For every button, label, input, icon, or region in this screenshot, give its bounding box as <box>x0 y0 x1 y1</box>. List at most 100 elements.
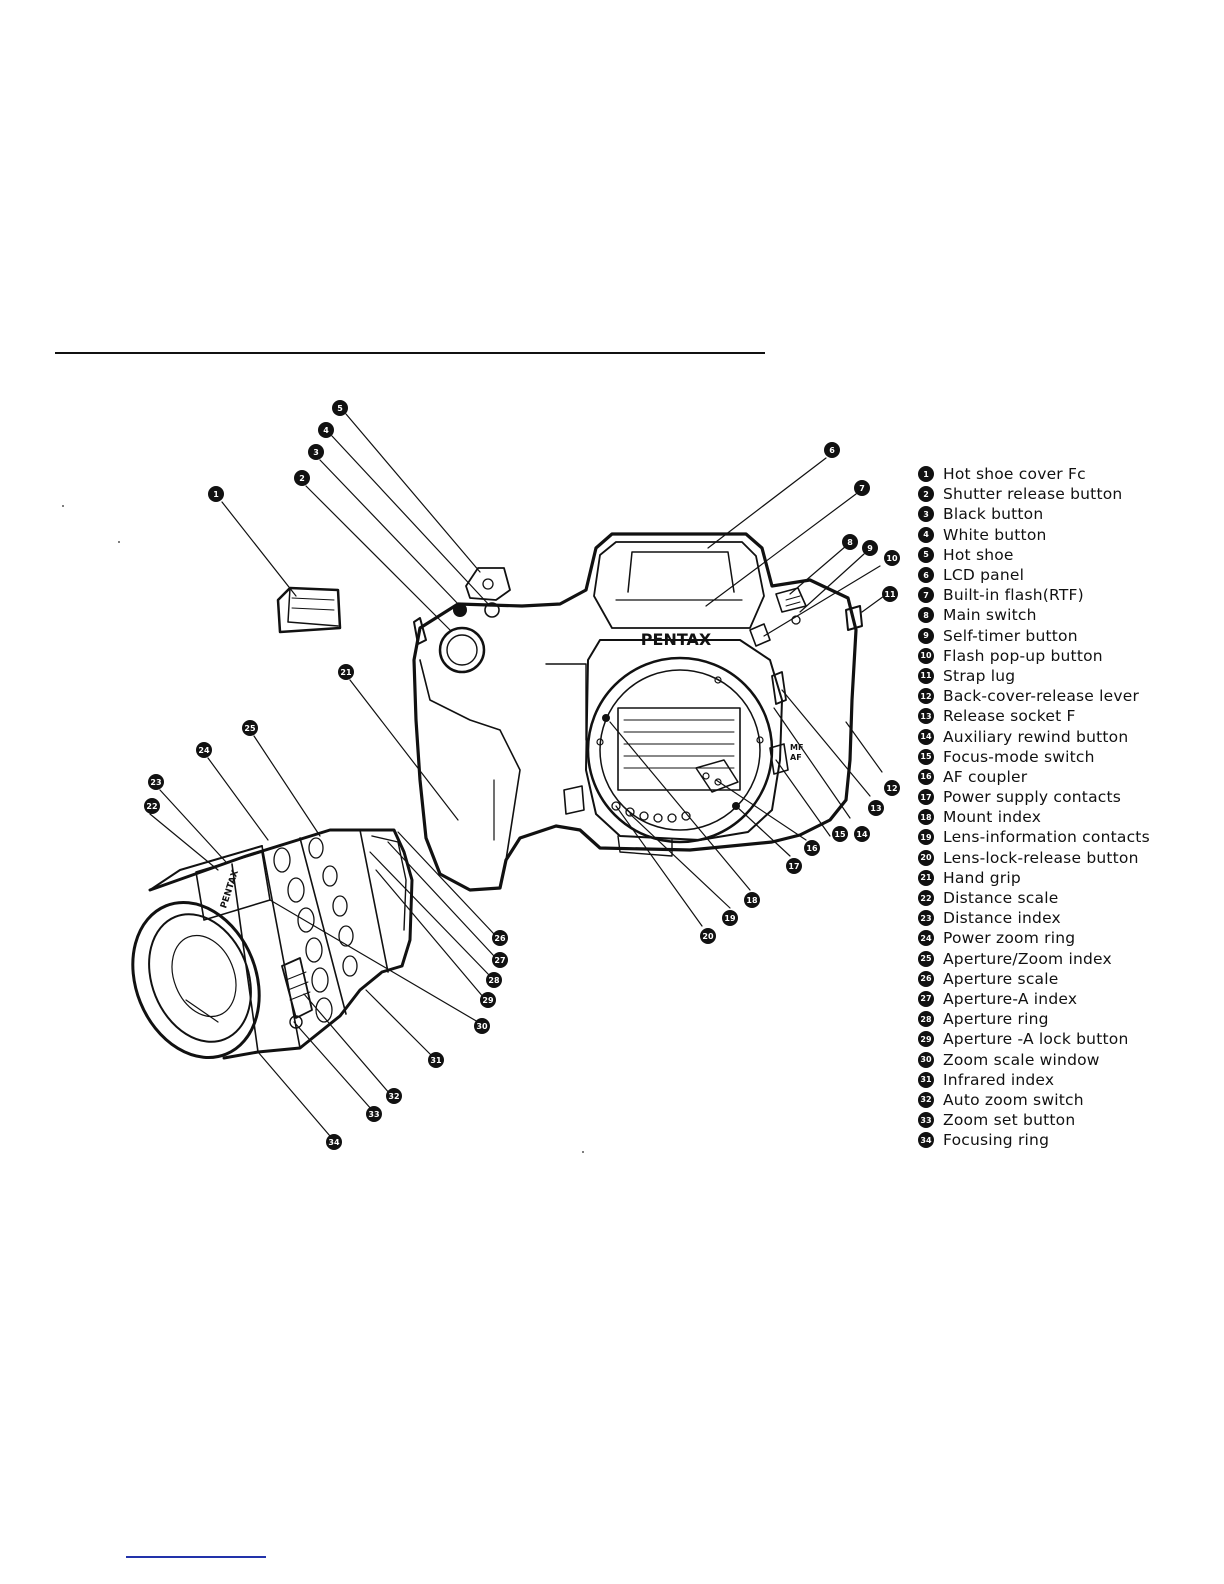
legend-label: LCD panel <box>943 566 1025 585</box>
svg-text:21: 21 <box>340 668 352 677</box>
callout-19: 19 <box>722 910 738 926</box>
callout-26: 26 <box>492 930 508 946</box>
legend-item: 10 Flash pop-up button <box>918 646 1218 666</box>
legend-item: 22 Distance scale <box>918 888 1218 908</box>
legend-label: Distance scale <box>943 889 1059 908</box>
callout-11: 11 <box>882 586 898 602</box>
callout-21: 21 <box>338 664 354 680</box>
legend-number-badge: 34 <box>918 1132 934 1149</box>
callout-6: 6 <box>824 442 840 458</box>
svg-text:22: 22 <box>146 802 157 811</box>
legend-label: Infrared index <box>943 1070 1055 1089</box>
legend-item: 32 Auto zoom switch <box>918 1090 1218 1110</box>
legend-label: Release socket F <box>943 707 1076 726</box>
svg-text:3: 3 <box>313 448 319 457</box>
svg-text:25: 25 <box>244 724 256 733</box>
svg-text:11: 11 <box>884 590 896 599</box>
legend-label: Lens-lock-release button <box>943 848 1139 867</box>
callout-8: 8 <box>842 534 858 550</box>
callout-24: 24 <box>196 742 212 758</box>
legend-number-badge: 33 <box>918 1112 934 1129</box>
svg-text:6: 6 <box>829 446 835 455</box>
legend-label: Self-timer button <box>943 626 1078 645</box>
callout-5: 5 <box>332 400 348 416</box>
callout-badges: 1234567891011121314151617181920212223242… <box>144 400 900 1150</box>
legend-label: Focusing ring <box>943 1131 1050 1150</box>
svg-text:9: 9 <box>867 544 873 553</box>
legend-number-badge: 24 <box>918 930 934 947</box>
legend-item: 23 Distance index <box>918 908 1218 928</box>
legend-label: Auto zoom switch <box>943 1090 1084 1109</box>
legend-number-badge: 9 <box>918 627 934 644</box>
svg-text:31: 31 <box>430 1056 442 1065</box>
callout-7: 7 <box>854 480 870 496</box>
legend-item: 5 Hot shoe <box>918 545 1218 565</box>
speck-2 <box>118 541 120 543</box>
callout-1: 1 <box>208 486 224 502</box>
legend-number-badge: 18 <box>918 809 934 826</box>
camera-body-drawing <box>412 532 863 892</box>
callout-10: 10 <box>884 550 900 566</box>
callout-16: 16 <box>804 840 820 856</box>
legend-number-badge: 22 <box>918 890 934 907</box>
legend-label: AF coupler <box>943 767 1028 786</box>
legend-number-badge: 32 <box>918 1091 934 1108</box>
svg-text:28: 28 <box>488 976 500 985</box>
legend-label: Hot shoe <box>943 545 1014 564</box>
callout-4: 4 <box>318 422 334 438</box>
callout-13: 13 <box>868 800 884 816</box>
legend-number-badge: 20 <box>918 849 934 866</box>
legend-number-badge: 1 <box>918 466 934 483</box>
callout-3: 3 <box>308 444 324 460</box>
legend-label: Distance index <box>943 909 1061 928</box>
bottom-rule <box>126 1556 266 1558</box>
svg-text:20: 20 <box>702 932 714 941</box>
callout-33: 33 <box>366 1106 382 1122</box>
callout-25: 25 <box>242 720 258 736</box>
legend-label: Strap lug <box>943 666 1016 685</box>
legend-label: White button <box>943 525 1047 544</box>
callout-34: 34 <box>326 1134 342 1150</box>
legend-number-badge: 3 <box>918 506 934 523</box>
svg-text:32: 32 <box>388 1092 399 1101</box>
svg-text:23: 23 <box>150 778 161 787</box>
legend-number-badge: 25 <box>918 950 934 967</box>
legend-number-badge: 10 <box>918 647 934 664</box>
legend-number-badge: 7 <box>918 587 934 604</box>
legend-item: 9 Self-timer button <box>918 626 1218 646</box>
svg-text:24: 24 <box>198 746 210 755</box>
camera-brand-text: PENTAX <box>641 630 712 649</box>
callout-23: 23 <box>148 774 164 790</box>
callout-14: 14 <box>854 826 870 842</box>
legend-label: Aperture scale <box>943 969 1059 988</box>
lens-drawing <box>131 828 414 1060</box>
legend-label: Power supply contacts <box>943 788 1122 807</box>
callout-32: 32 <box>386 1088 402 1104</box>
svg-text:15: 15 <box>834 830 846 839</box>
svg-text:1: 1 <box>213 490 219 499</box>
legend-number-badge: 31 <box>918 1071 934 1088</box>
legend-number-badge: 23 <box>918 910 934 927</box>
legend-label: Flash pop-up button <box>943 646 1103 665</box>
svg-text:16: 16 <box>806 844 818 853</box>
svg-text:33: 33 <box>368 1110 379 1119</box>
svg-text:12: 12 <box>886 784 897 793</box>
legend-number-badge: 11 <box>918 667 934 684</box>
legend-number-badge: 5 <box>918 546 934 563</box>
legend-item: 34 Focusing ring <box>918 1130 1218 1150</box>
legend-label: Hand grip <box>943 868 1021 887</box>
legend-number-badge: 27 <box>918 990 934 1007</box>
legend-number-badge: 13 <box>918 708 934 725</box>
